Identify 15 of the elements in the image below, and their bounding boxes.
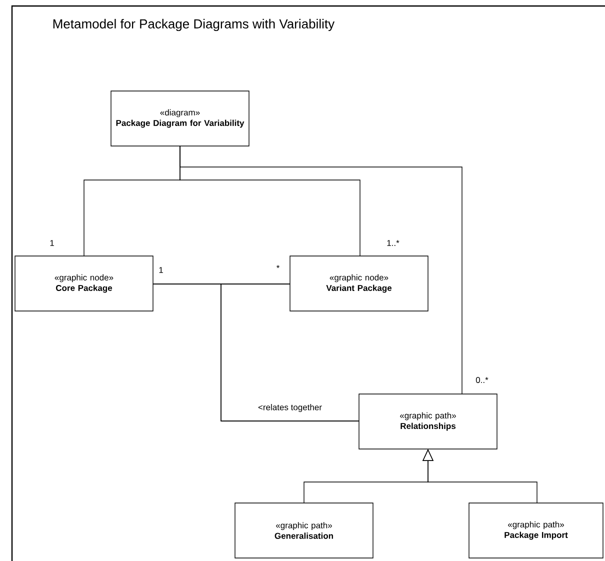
edge-label: <relates together	[257, 403, 324, 413]
class-box: «graphic path» Relationships	[358, 394, 498, 450]
multiplicity-label: 1..*	[387, 240, 400, 246]
multiplicity-label: 0..*	[476, 377, 488, 383]
class-box: «graphic node» Core Package	[14, 256, 154, 312]
connector	[220, 284, 360, 422]
class-box: «graphic path» Package Import	[468, 502, 604, 558]
multiplicity-label: 1	[50, 240, 54, 246]
diagram-title: Metamodel for Package Diagrams with Variability	[53, 18, 335, 32]
connector	[422, 449, 538, 504]
class-box: «graphic node» Variant Package	[290, 256, 428, 312]
class-box: «diagram» Package Diagram for Variability	[110, 90, 250, 146]
multiplicity-label: *	[276, 265, 280, 268]
class-box: «graphic path» Generalisation	[234, 502, 374, 558]
connector	[180, 146, 462, 394]
